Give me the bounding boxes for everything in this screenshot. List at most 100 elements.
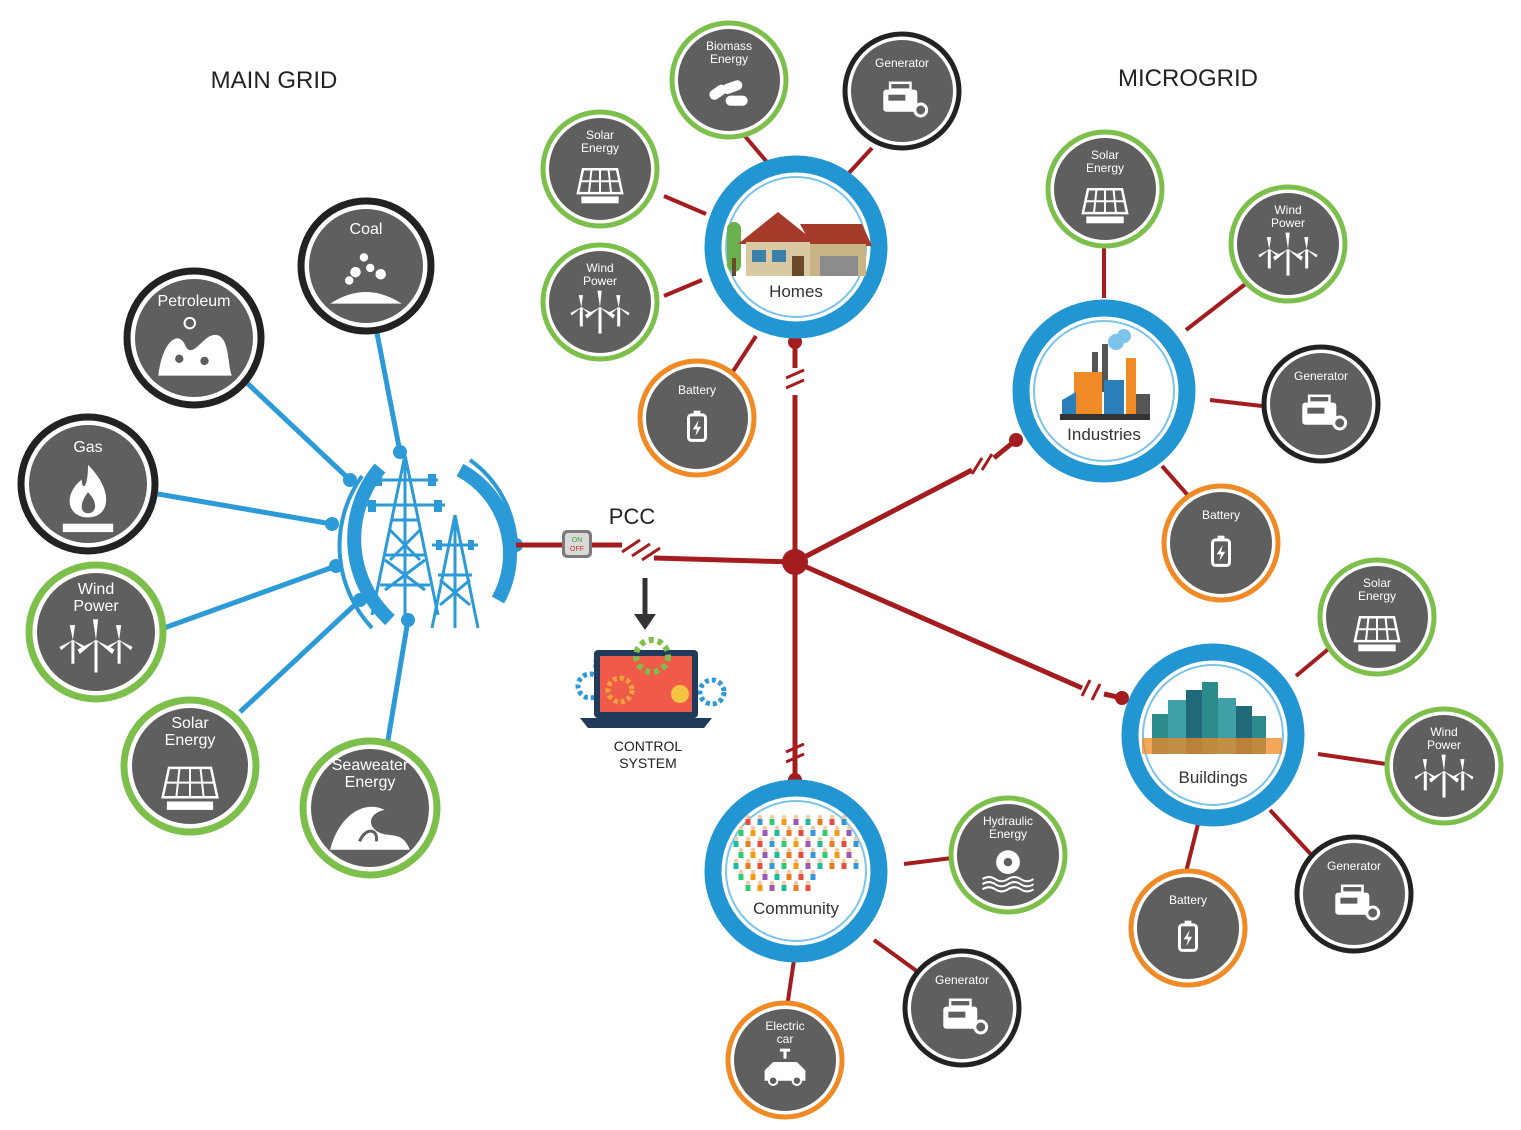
person-icon [805,880,811,891]
person-icon [805,858,811,869]
wind-turbine-icon [59,619,133,673]
factory-icon [1060,329,1150,420]
source-label: Battery [1169,893,1207,907]
person-icon [853,836,859,847]
generator-icon [943,998,989,1035]
person-icon [745,880,751,891]
source-node-petroleum[interactable]: Petroleum [123,267,265,409]
person-icon [762,825,768,836]
main-grid-title: MAIN GRID [211,67,338,94]
person-icon [793,814,799,825]
person-icon [781,880,787,891]
person-icon [834,847,840,858]
source-label: Generator [1294,369,1348,383]
microgrid-title: MICROGRID [1118,65,1258,92]
person-icon [745,814,751,825]
control-system-line2: SYSTEM [619,755,677,771]
control-system-line1: CONTROL [614,738,683,754]
source-node-gas[interactable]: Gas [17,413,159,555]
pcc-switch[interactable]: ON OFF [562,530,592,558]
person-icon [798,847,804,858]
person-icon [738,847,744,858]
person-icon [846,847,852,858]
source-label: Energy [1358,589,1396,603]
hub-buildings-label: Buildings [1179,768,1248,787]
source-nodes: CoalPetroleumGasWindPowerSolarEnergySeaw… [17,20,1504,1120]
person-icon [733,858,739,869]
hub-community-label: Community [753,899,839,918]
main-grid-links [157,327,411,753]
person-icon [817,858,823,869]
hub-community[interactable]: Community [704,779,888,963]
person-icon [841,836,847,847]
person-icon [750,847,756,858]
person-icon [781,836,787,847]
person-icon [745,836,751,847]
source-node-homes-battery[interactable]: Battery [637,358,757,478]
petroleum-icon [158,316,232,376]
hub-homes[interactable]: Homes [704,155,888,339]
person-icon [786,869,792,880]
breaker-marks [621,368,1102,764]
switch-on-label: ON [572,537,583,544]
source-label: Wind [586,261,613,275]
person-icon [793,836,799,847]
person-icon [805,836,811,847]
battery-icon [687,410,707,442]
person-icon [810,869,816,880]
source-label: car [777,1032,794,1046]
source-node-bld-generator[interactable]: Generator [1294,834,1414,954]
person-icon [762,847,768,858]
person-icon [757,880,763,891]
hub-industries-label: Industries [1067,425,1141,444]
switch-off-label: OFF [570,546,584,553]
hub-buildings[interactable]: Buildings [1121,643,1305,827]
source-label: Biomass [706,39,752,53]
source-node-homes-generator[interactable]: Generator [842,31,962,151]
hub-homes-label: Homes [769,282,823,301]
generator-icon [1335,884,1381,921]
wave-icon [330,806,410,850]
source-label: Solar [171,715,209,732]
source-label: Petroleum [158,293,231,310]
solar-panel-icon [161,766,219,810]
control-laptop-icon [575,637,727,728]
source-label: Wind [1430,725,1457,739]
source-label: Coal [350,221,383,238]
source-node-coal[interactable]: Coal [297,197,435,335]
source-node-ind-generator[interactable]: Generator [1261,344,1381,464]
house-icon [727,212,872,276]
person-icon [810,825,816,836]
person-icon [769,858,775,869]
source-label: Energy [581,141,619,155]
person-icon [738,869,744,880]
person-icon [757,836,763,847]
source-label: Wind [78,581,114,598]
source-node-com-generator[interactable]: Generator [902,948,1022,1068]
source-label: Power [73,598,119,615]
source-label: Energy [710,52,748,66]
person-icon [834,825,840,836]
source-node-ind-battery[interactable]: Battery [1161,483,1281,603]
source-label: Power [1427,738,1461,752]
person-icon [733,836,739,847]
person-icon [817,814,823,825]
person-icon [841,858,847,869]
hub-industries[interactable]: Industries [1012,299,1196,483]
source-node-bld-battery[interactable]: Battery [1128,868,1248,988]
person-icon [853,858,859,869]
source-label: Energy [345,774,396,791]
